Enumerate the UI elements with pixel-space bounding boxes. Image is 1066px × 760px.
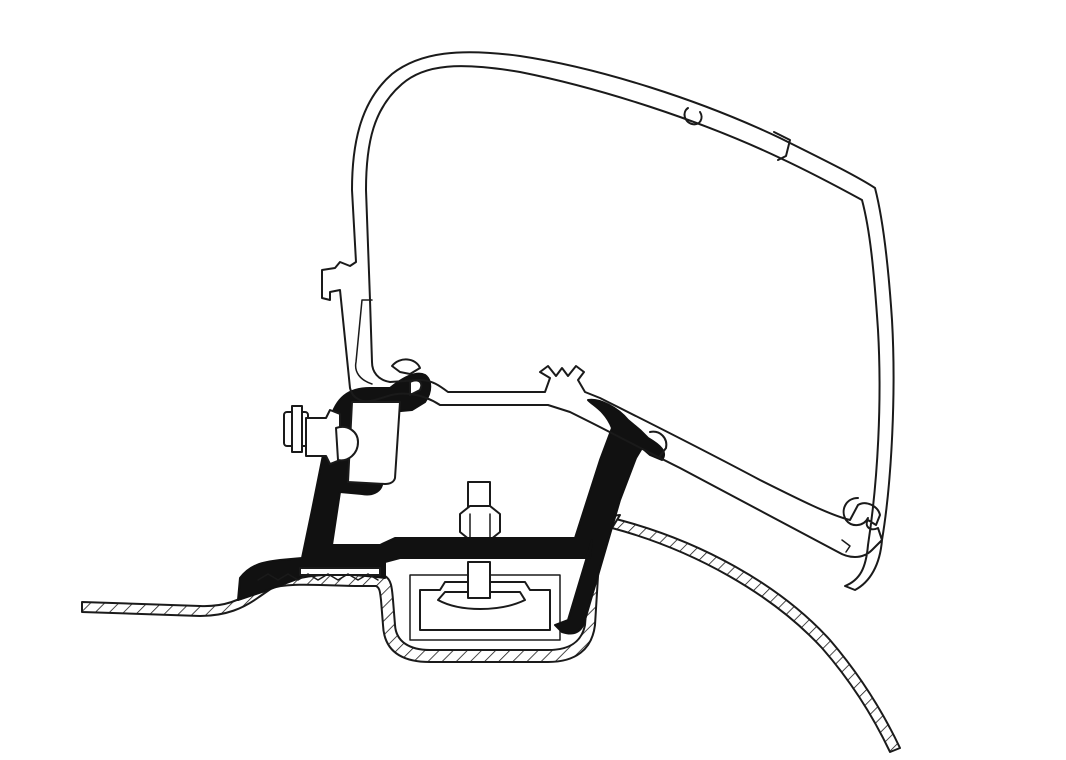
vehicle-roof xyxy=(81,517,901,753)
side-bolt xyxy=(283,405,359,465)
awning-cassette xyxy=(321,51,895,591)
t-bolt xyxy=(459,481,501,599)
